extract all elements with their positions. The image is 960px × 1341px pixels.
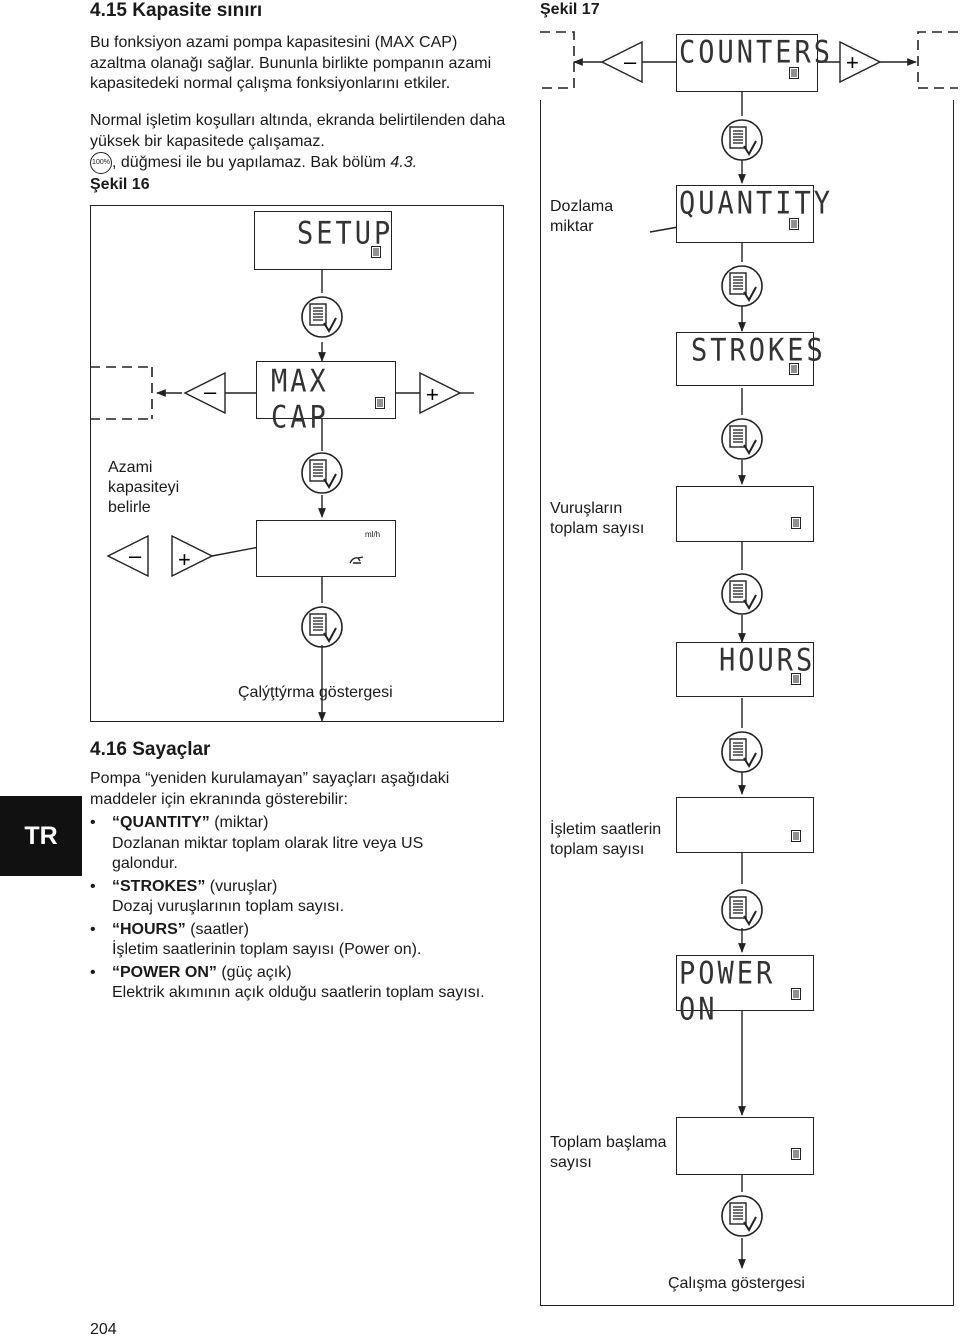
lcd-power-on: POWER ON: [676, 955, 814, 1027]
lcd-strokes-total: [676, 486, 814, 542]
small-list-icon: [789, 363, 799, 375]
list-item-hours: “HOURS” (saatler)İşletim saatlerinin top…: [90, 920, 490, 961]
list-item-strokes: “STROKES” (vuruşlar)Dozaj vuruşlarının t…: [90, 877, 490, 918]
paragraph-2: Normal işletim koşulları altında, ekrand…: [90, 111, 510, 174]
list-item-power-on: “POWER ON” (güç açık)Elektrik akımının a…: [90, 963, 490, 1004]
list-check-icon[interactable]: [720, 262, 764, 310]
lcd-strokes-text: STROKES: [691, 333, 826, 369]
lcd-hours: HOURS: [676, 642, 814, 697]
unit-ml-h: ml/h: [365, 530, 381, 539]
label-dose-amount: Dozlama miktar: [550, 198, 614, 235]
lcd-counters: COUNTERS: [676, 34, 830, 92]
minus-icon: –: [624, 49, 637, 74]
list-check-icon[interactable]: [720, 886, 764, 934]
figure-17-label: Şekil 17: [540, 1, 600, 18]
plus-icon: +: [426, 382, 439, 407]
list-check-icon[interactable]: [300, 603, 344, 651]
figure-17-frame: [540, 100, 954, 1306]
list-check-icon[interactable]: [720, 570, 764, 618]
lcd-blank-ml-h: ml/h: [256, 520, 396, 577]
label-set-max-capacity: Azami kapasiteyi belirle: [108, 459, 180, 516]
figure-16-lines: – + – +: [90, 265, 474, 722]
button-100-icon: 100%: [90, 152, 112, 174]
lcd-max-cap-text: MAX CAP: [271, 364, 329, 436]
section-title-4-15: 4.15 Kapasite sınırı: [90, 0, 263, 21]
lcd-hours-total: [676, 797, 814, 853]
lcd-quantity: QUANTITY: [676, 185, 830, 243]
list-check-icon[interactable]: [300, 293, 344, 341]
lcd-hours-text: HOURS: [719, 643, 816, 679]
plus-icon: +: [846, 50, 859, 75]
list-check-icon[interactable]: [720, 728, 764, 776]
label-run-indicator-17: Çalışma göstergesi: [668, 1275, 805, 1292]
minus-icon: –: [204, 379, 217, 404]
lcd-setup-text: SETUP: [297, 216, 394, 252]
lcd-starts-total: [676, 1117, 814, 1175]
label-total-starts: Toplam başlama sayısı: [550, 1134, 667, 1171]
lcd-power-on-text: POWER ON: [679, 956, 776, 1028]
page-number: 204: [90, 1321, 117, 1338]
list-check-icon[interactable]: [300, 449, 344, 497]
lcd-setup: SETUP: [254, 211, 392, 270]
label-run-indicator-16: Çalýţtýrma göstergesi: [238, 684, 393, 701]
figure-16-label: Şekil 16: [90, 176, 150, 193]
list-check-icon[interactable]: [720, 415, 764, 463]
list-check-icon[interactable]: [720, 116, 764, 164]
counter-list: “QUANTITY” (miktar)Dozlanan miktar topla…: [90, 813, 490, 1006]
lcd-quantity-text: QUANTITY: [679, 186, 834, 222]
paragraph-2-text-b: , düğmesi ile bu yapılamaz. Bak bölüm: [112, 154, 391, 172]
list-item-quantity: “QUANTITY” (miktar)Dozlanan miktar topla…: [90, 813, 490, 875]
counters-intro: Pompa “yeniden kurulamayan” sayaçları aş…: [90, 770, 450, 808]
small-list-icon: [791, 517, 801, 529]
small-list-icon: [375, 397, 385, 409]
label-total-hours: İşletim saatlerin toplam sayısı: [550, 821, 662, 858]
small-list-icon: [789, 67, 799, 79]
language-tag: TR: [0, 796, 82, 876]
paragraph-2-ref: 4.3.: [390, 154, 418, 172]
small-list-icon: [789, 218, 799, 230]
paragraph-2-text: Normal işletim koşulları altında, ekrand…: [90, 112, 506, 150]
lcd-max-cap: MAX CAP: [256, 361, 396, 435]
hand-icon: [349, 556, 364, 564]
small-list-icon: [791, 988, 801, 1000]
lcd-strokes: STROKES: [676, 332, 823, 386]
figure-17-lines: – +: [540, 31, 958, 1269]
small-list-icon: [791, 1148, 801, 1160]
small-list-icon: [371, 246, 381, 258]
small-list-icon: [791, 830, 801, 842]
figure-16-frame: [90, 205, 504, 722]
list-check-icon[interactable]: [720, 1192, 764, 1240]
plus-icon: +: [178, 547, 191, 572]
minus-icon: –: [129, 543, 142, 568]
small-list-icon: [791, 673, 801, 685]
paragraph-1: Bu fonksiyon azami pompa kapasitesini (M…: [90, 34, 492, 92]
lcd-counters-text: COUNTERS: [679, 35, 834, 71]
label-total-strokes: Vuruşların toplam sayısı: [550, 500, 645, 537]
section-title-4-16: 4.16 Sayaçlar: [90, 739, 211, 760]
